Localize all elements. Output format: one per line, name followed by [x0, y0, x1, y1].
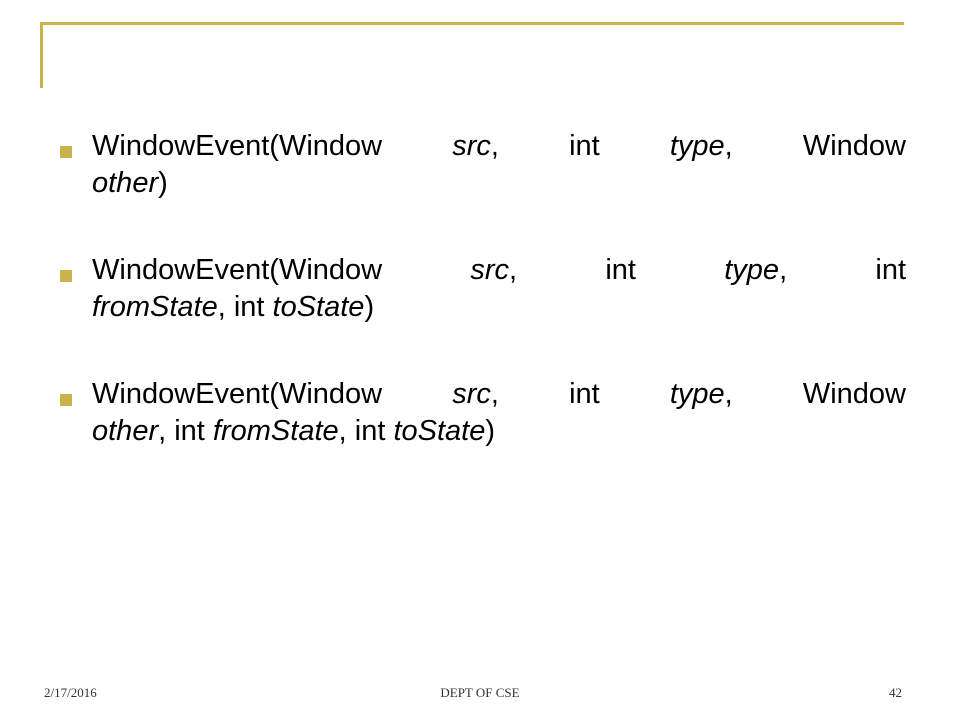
slide-content: WindowEvent(Window src, int type, Window… [60, 128, 906, 500]
bullet-item-3: WindowEvent(Window src, int type, Window… [60, 376, 906, 450]
slide-frame-left-rule [40, 22, 43, 88]
footer-page-number: 42 [889, 685, 902, 700]
slide-frame-top-rule [40, 22, 904, 25]
square-bullet-icon [60, 394, 72, 406]
bullet-1-line-1: WindowEvent(Window src, int type, Window [92, 130, 906, 162]
square-bullet-icon [60, 146, 72, 158]
footer-department: DEPT OF CSE [440, 685, 520, 700]
bullet-3-line-1: WindowEvent(Window src, int type, Window [92, 378, 906, 410]
bullet-3-line-2: other, int fromState, int toState) [92, 415, 496, 447]
bullet-1-line-2: other) [92, 167, 168, 199]
bullet-item-1: WindowEvent(Window src, int type, Window… [60, 128, 906, 202]
bullet-item-2: WindowEvent(Window src, int type, int fr… [60, 252, 906, 326]
footer-date: 2/17/2016 [44, 685, 97, 700]
square-bullet-icon [60, 270, 72, 282]
bullet-2-line-2: fromState, int toState) [92, 291, 375, 323]
bullet-2-line-1: WindowEvent(Window src, int type, int [92, 254, 907, 286]
